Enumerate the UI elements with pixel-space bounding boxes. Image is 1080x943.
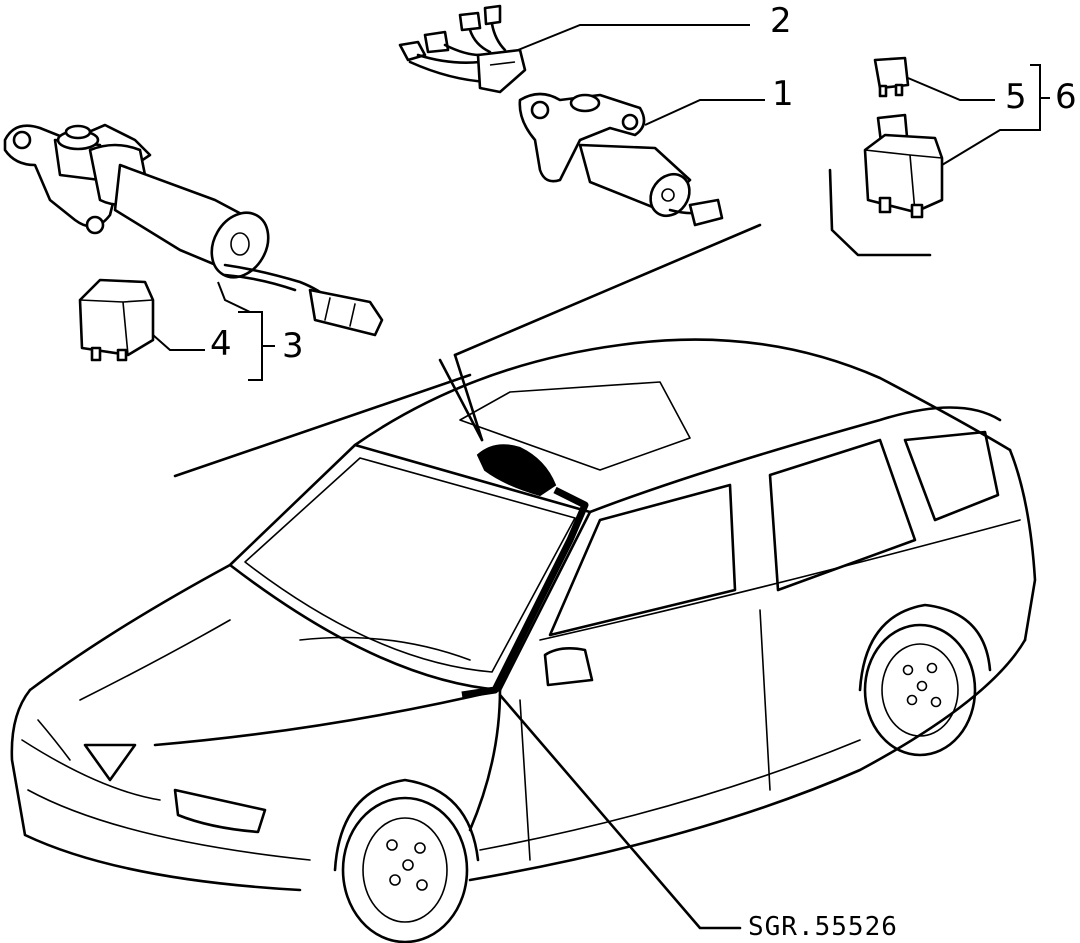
callout-4: 4	[210, 324, 232, 364]
callout-2: 2	[770, 1, 792, 41]
motor-icon-2	[518, 92, 724, 227]
motor-icon	[3, 123, 384, 337]
relay-icon-large	[863, 113, 944, 219]
harness-route	[461, 486, 589, 699]
callout-3: 3	[282, 326, 304, 366]
reference-code: SGR.55526	[748, 912, 898, 942]
roof-motor-location	[476, 444, 557, 497]
callout-6: 6	[1055, 77, 1077, 117]
wiring-harness-icon	[398, 4, 527, 94]
relay-icon	[78, 278, 155, 362]
callout-5: 5	[1005, 77, 1027, 117]
relay-icon-small	[873, 56, 910, 98]
car-outline-icon	[10, 338, 1037, 943]
callout-1: 1	[772, 74, 794, 114]
